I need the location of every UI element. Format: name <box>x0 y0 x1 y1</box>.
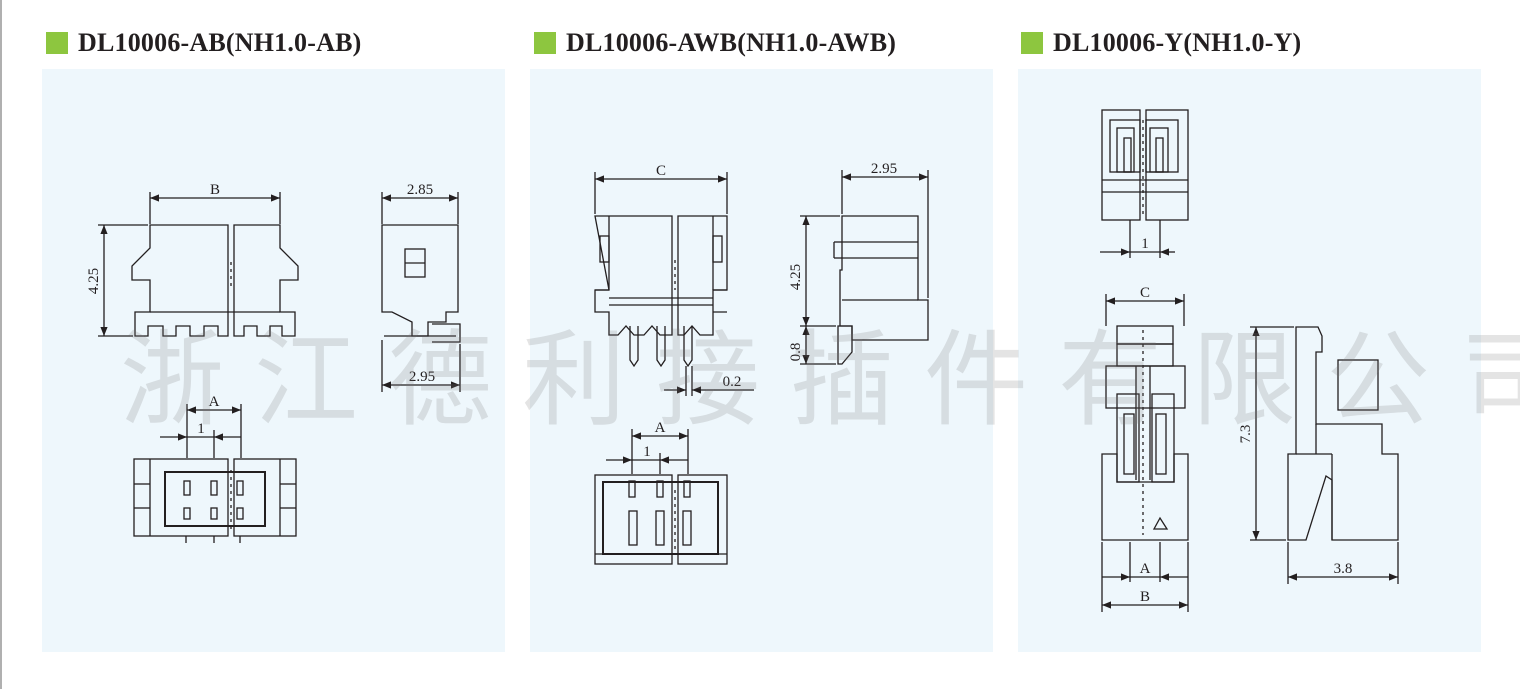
green-square-icon <box>46 32 68 54</box>
y-dim-pitch <box>1100 220 1175 258</box>
green-square-icon <box>534 32 556 54</box>
awb-label-pin: 0.2 <box>723 374 742 390</box>
awb-side-view <box>833 215 929 365</box>
section-title-ab: DL10006-AB(NH1.0-AB) <box>78 28 362 57</box>
ab-label-height: 4.25 <box>86 268 102 294</box>
ab-top-view <box>133 458 297 543</box>
y-label-c: C <box>1140 285 1150 301</box>
y-label-a: A <box>1140 561 1151 577</box>
section-header-y: DL10006-Y(NH1.0-Y) <box>1021 26 1301 60</box>
ab-label-side-top: 2.85 <box>407 182 433 198</box>
y-label-pitch: 1 <box>1141 236 1149 252</box>
section-title-awb: DL10006-AWB(NH1.0-AWB) <box>566 28 897 57</box>
awb-label-side-top: 2.95 <box>871 161 897 177</box>
ab-dim-side <box>381 192 461 392</box>
y-label-b: B <box>1140 589 1150 605</box>
awb-dim-side <box>800 170 929 365</box>
green-square-icon <box>1021 32 1043 54</box>
awb-dim-a-pitch <box>606 429 689 474</box>
panel-ab <box>42 69 505 652</box>
section-title-y: DL10006-Y(NH1.0-Y) <box>1053 28 1302 57</box>
awb-dim-pin <box>664 366 754 396</box>
ab-side-view <box>381 224 461 343</box>
y-dim-a-b <box>1101 542 1189 612</box>
y-label-depth: 3.8 <box>1334 561 1353 577</box>
section-header-awb: DL10006-AWB(NH1.0-AWB) <box>534 26 896 60</box>
ab-label-b: B <box>210 182 220 198</box>
ab-label-side-bottom: 2.95 <box>409 369 435 385</box>
awb-label-a: A <box>655 420 666 436</box>
y-front-view <box>1101 325 1189 541</box>
awb-dim-c <box>594 172 728 214</box>
ab-label-pitch: 1 <box>197 421 205 437</box>
ab-front-view <box>131 224 299 337</box>
section-header-ab: DL10006-AB(NH1.0-AB) <box>46 26 362 60</box>
awb-top-view <box>594 474 728 565</box>
awb-front-view <box>594 215 728 368</box>
awb-label-foot: 0.8 <box>788 343 804 362</box>
y-side-view <box>1287 326 1399 541</box>
y-label-height: 7.3 <box>1238 425 1254 444</box>
ab-dim-h <box>98 224 148 337</box>
ab-dim-a-pitch <box>160 404 242 458</box>
awb-label-height: 4.25 <box>788 264 804 290</box>
page-left-border <box>0 0 2 689</box>
ab-dim-b <box>149 192 281 224</box>
awb-label-pitch: 1 <box>643 444 651 460</box>
y-top-view <box>1101 109 1189 221</box>
panel-y <box>1018 69 1481 652</box>
ab-label-a: A <box>209 394 220 410</box>
y-dim-c <box>1105 294 1185 326</box>
y-dim-side <box>1250 326 1399 584</box>
awb-label-c: C <box>656 163 666 179</box>
